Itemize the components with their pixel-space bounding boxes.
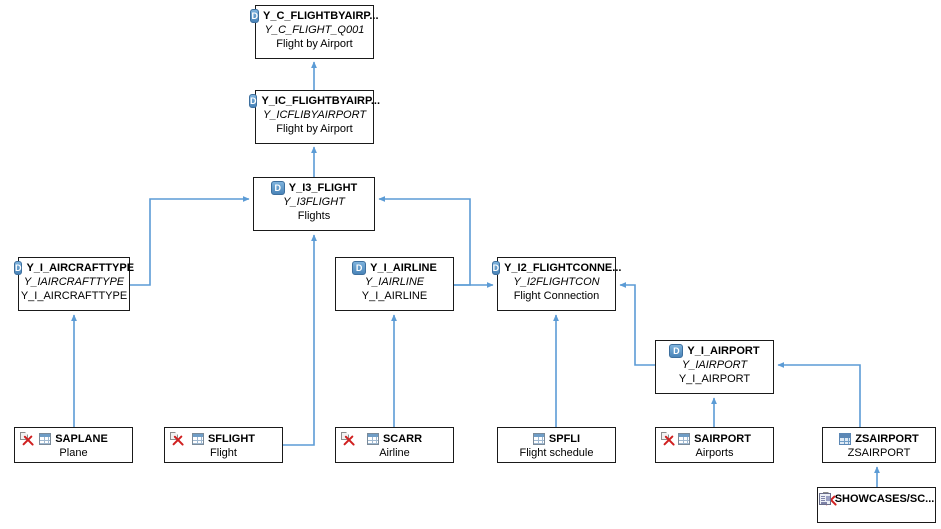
node-scarr[interactable]: SCARR Airline bbox=[335, 427, 454, 463]
node-description: Flight bbox=[210, 447, 237, 459]
edge-sflight-to-i3 bbox=[283, 234, 317, 446]
cds-d-icon: D bbox=[250, 9, 259, 23]
node-sflight[interactable]: SFLIGHT Flight bbox=[164, 427, 283, 463]
node-y-i3-flight[interactable]: D Y_I3_FLIGHT Y_I3FLIGHT Flights bbox=[253, 177, 375, 231]
node-title-row: D Y_IC_FLIGHTBYAIRP... bbox=[248, 91, 380, 108]
node-title: ZSAIRPORT bbox=[855, 433, 919, 445]
node-title-row: D Y_C_FLIGHTBYAIRP... bbox=[250, 6, 379, 23]
node-title: SHOWCASES/SC... bbox=[834, 493, 935, 505]
node-title: Y_I2_FLIGHTCONNE... bbox=[504, 262, 622, 274]
node-description: Y_I_AIRCRAFTTYPE bbox=[20, 290, 128, 302]
node-y-i-airport[interactable]: D Y_I_AIRPORT Y_IAIRPORT Y_I_AIRPORT bbox=[655, 340, 774, 394]
node-description: ZSAIRPORT bbox=[847, 447, 911, 459]
table-icon bbox=[191, 433, 204, 445]
node-y-c-flightbyairport[interactable]: D Y_C_FLIGHTBYAIRP... Y_C_FLIGHT_Q001 Fl… bbox=[250, 5, 379, 59]
node-title: Y_I_AIRPORT bbox=[687, 345, 760, 357]
node-title: SAIRPORT bbox=[694, 433, 751, 445]
node-title-row: SAIRPORT bbox=[656, 428, 773, 446]
node-sairport[interactable]: SAIRPORT Airports bbox=[655, 427, 774, 463]
node-technical-name: Y_I2FLIGHTCON bbox=[513, 276, 600, 288]
node-title-row: D Y_I2_FLIGHTCONNE... bbox=[491, 258, 621, 275]
node-title-row: SAPLANE bbox=[15, 428, 132, 446]
node-technical-name: Y_C_FLIGHT_Q001 bbox=[264, 24, 365, 36]
node-title: SFLIGHT bbox=[207, 433, 256, 445]
node-technical-name: Y_IAIRPORT bbox=[681, 359, 748, 371]
node-title: Y_I_AIRLINE bbox=[370, 262, 437, 274]
node-saplane[interactable]: SAPLANE Plane bbox=[14, 427, 133, 463]
table-icon bbox=[366, 433, 379, 445]
node-title-row: D Y_I_AIRCRAFTTYPE bbox=[13, 258, 134, 275]
node-title-row: ZSAIRPORT bbox=[823, 428, 935, 446]
node-spfli[interactable]: SPFLI Flight schedule bbox=[497, 427, 616, 463]
node-title-row: SHOWCASES/SC... bbox=[818, 488, 935, 506]
edge-airport-to-i2 bbox=[619, 282, 655, 366]
node-title-row: D Y_I_AIRLINE bbox=[336, 258, 453, 275]
node-technical-name: Y_I3FLIGHT bbox=[283, 196, 345, 208]
z-table-icon bbox=[839, 433, 852, 445]
node-title: Y_I3_FLIGHT bbox=[288, 182, 358, 194]
error-x-icon bbox=[20, 432, 35, 447]
cds-d-icon: D bbox=[13, 261, 23, 275]
node-title: Y_C_FLIGHTBYAIRP... bbox=[262, 10, 379, 22]
node-y-i2-flightconnection[interactable]: D Y_I2_FLIGHTCONNE... Y_I2FLIGHTCON Flig… bbox=[491, 257, 621, 311]
node-description: Flights bbox=[297, 210, 331, 222]
node-description: Flight by Airport bbox=[276, 123, 353, 135]
node-title: Y_IC_FLIGHTBYAIRP... bbox=[261, 95, 381, 107]
cds-d-icon: D bbox=[491, 261, 501, 275]
node-title-row: SPFLI bbox=[498, 428, 615, 446]
node-title: Y_I_AIRCRAFTTYPE bbox=[26, 262, 135, 274]
node-y-i-aircrafttype[interactable]: D Y_I_AIRCRAFTTYPE Y_IAIRCRAFTTYPE Y_I_A… bbox=[13, 257, 134, 311]
node-technical-name: Y_IAIRCRAFTTYPE bbox=[23, 276, 125, 288]
node-description: Y_I_AIRPORT bbox=[678, 373, 751, 385]
node-description: Plane bbox=[59, 447, 88, 459]
node-title-row: D Y_I_AIRPORT bbox=[656, 341, 773, 358]
cds-d-icon: D bbox=[352, 261, 367, 275]
edge-zsairport-to-airport bbox=[777, 362, 861, 427]
table-icon bbox=[532, 433, 545, 445]
node-technical-name: Y_ICFLIBYAIRPORT bbox=[262, 109, 367, 121]
node-title-row: D Y_I3_FLIGHT bbox=[254, 178, 374, 195]
node-description: Flight Connection bbox=[513, 290, 600, 302]
node-description: Flight schedule bbox=[519, 447, 594, 459]
node-showcases[interactable]: SHOWCASES/SC... bbox=[817, 487, 936, 523]
cds-d-icon: D bbox=[248, 94, 258, 108]
cds-d-icon: D bbox=[270, 181, 285, 195]
error-x-icon bbox=[661, 432, 676, 447]
node-description: Y_I_AIRLINE bbox=[361, 290, 428, 302]
node-zsairport[interactable]: ZSAIRPORT ZSAIRPORT bbox=[822, 427, 936, 463]
error-x-icon bbox=[170, 432, 185, 447]
cds-d-icon: D bbox=[669, 344, 684, 358]
node-y-ic-flightbyairport[interactable]: D Y_IC_FLIGHTBYAIRP... Y_ICFLIBYAIRPORT … bbox=[248, 90, 380, 144]
node-description: Flight by Airport bbox=[276, 38, 353, 50]
node-description: Airports bbox=[695, 447, 734, 459]
error-x-icon bbox=[341, 432, 356, 447]
connector-paths bbox=[71, 61, 880, 487]
package-icon bbox=[818, 493, 831, 505]
table-icon bbox=[678, 433, 691, 445]
table-icon bbox=[39, 433, 52, 445]
node-description: Airline bbox=[379, 447, 410, 459]
node-title-row: SFLIGHT bbox=[165, 428, 282, 446]
node-title-row: SCARR bbox=[336, 428, 453, 446]
node-technical-name: Y_IAIRLINE bbox=[364, 276, 425, 288]
node-title: SCARR bbox=[382, 433, 423, 445]
edge-aircrafttype-to-i3 bbox=[130, 196, 250, 286]
node-title: SAPLANE bbox=[55, 433, 108, 445]
node-title: SPFLI bbox=[548, 433, 581, 445]
node-y-i-airline[interactable]: D Y_I_AIRLINE Y_IAIRLINE Y_I_AIRLINE bbox=[335, 257, 454, 311]
